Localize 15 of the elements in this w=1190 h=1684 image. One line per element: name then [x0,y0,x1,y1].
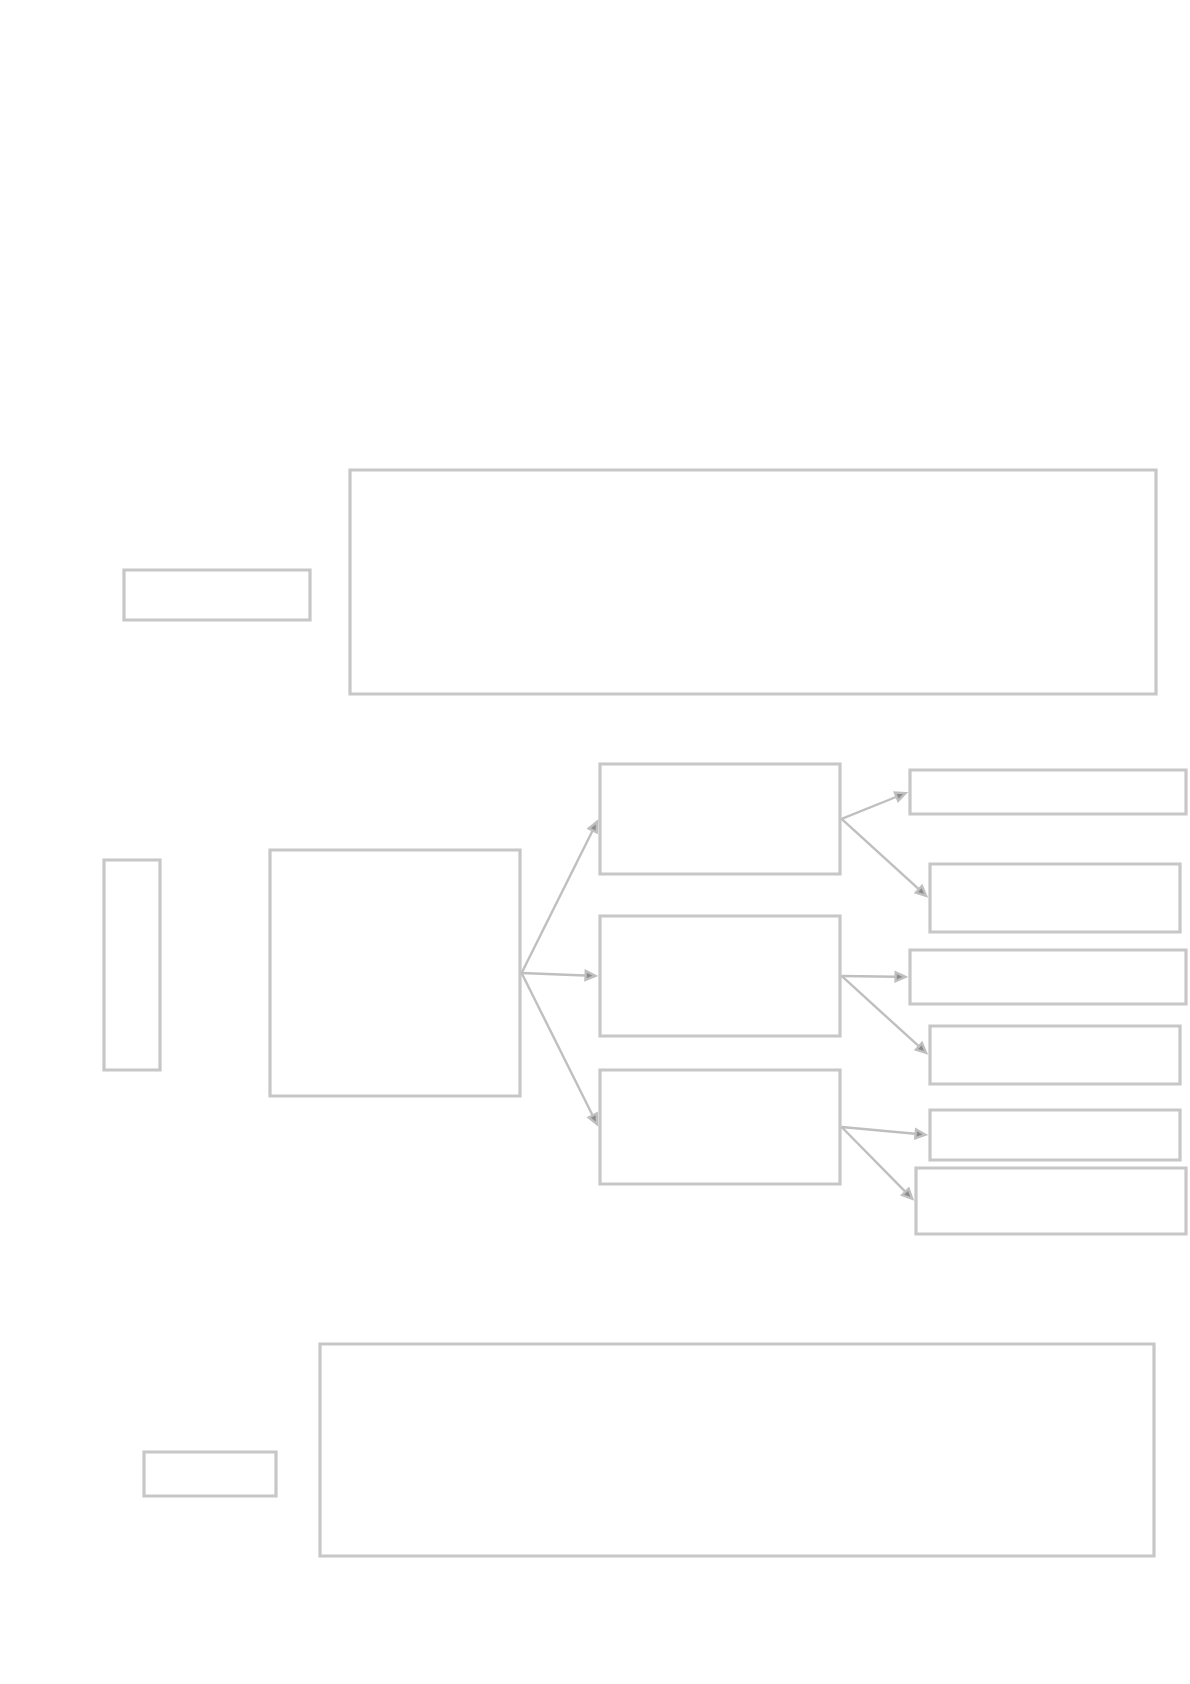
box [928,1024,1182,1086]
box [598,762,842,876]
box [598,914,842,1038]
box [142,1450,278,1498]
box [122,568,312,622]
box [102,858,162,1072]
box [318,1342,1156,1558]
box [908,768,1188,816]
box [928,862,1182,934]
box [348,468,1158,696]
box [598,1068,842,1186]
box [908,948,1188,1006]
box [928,1108,1182,1162]
box [268,848,522,1098]
box [914,1166,1188,1236]
